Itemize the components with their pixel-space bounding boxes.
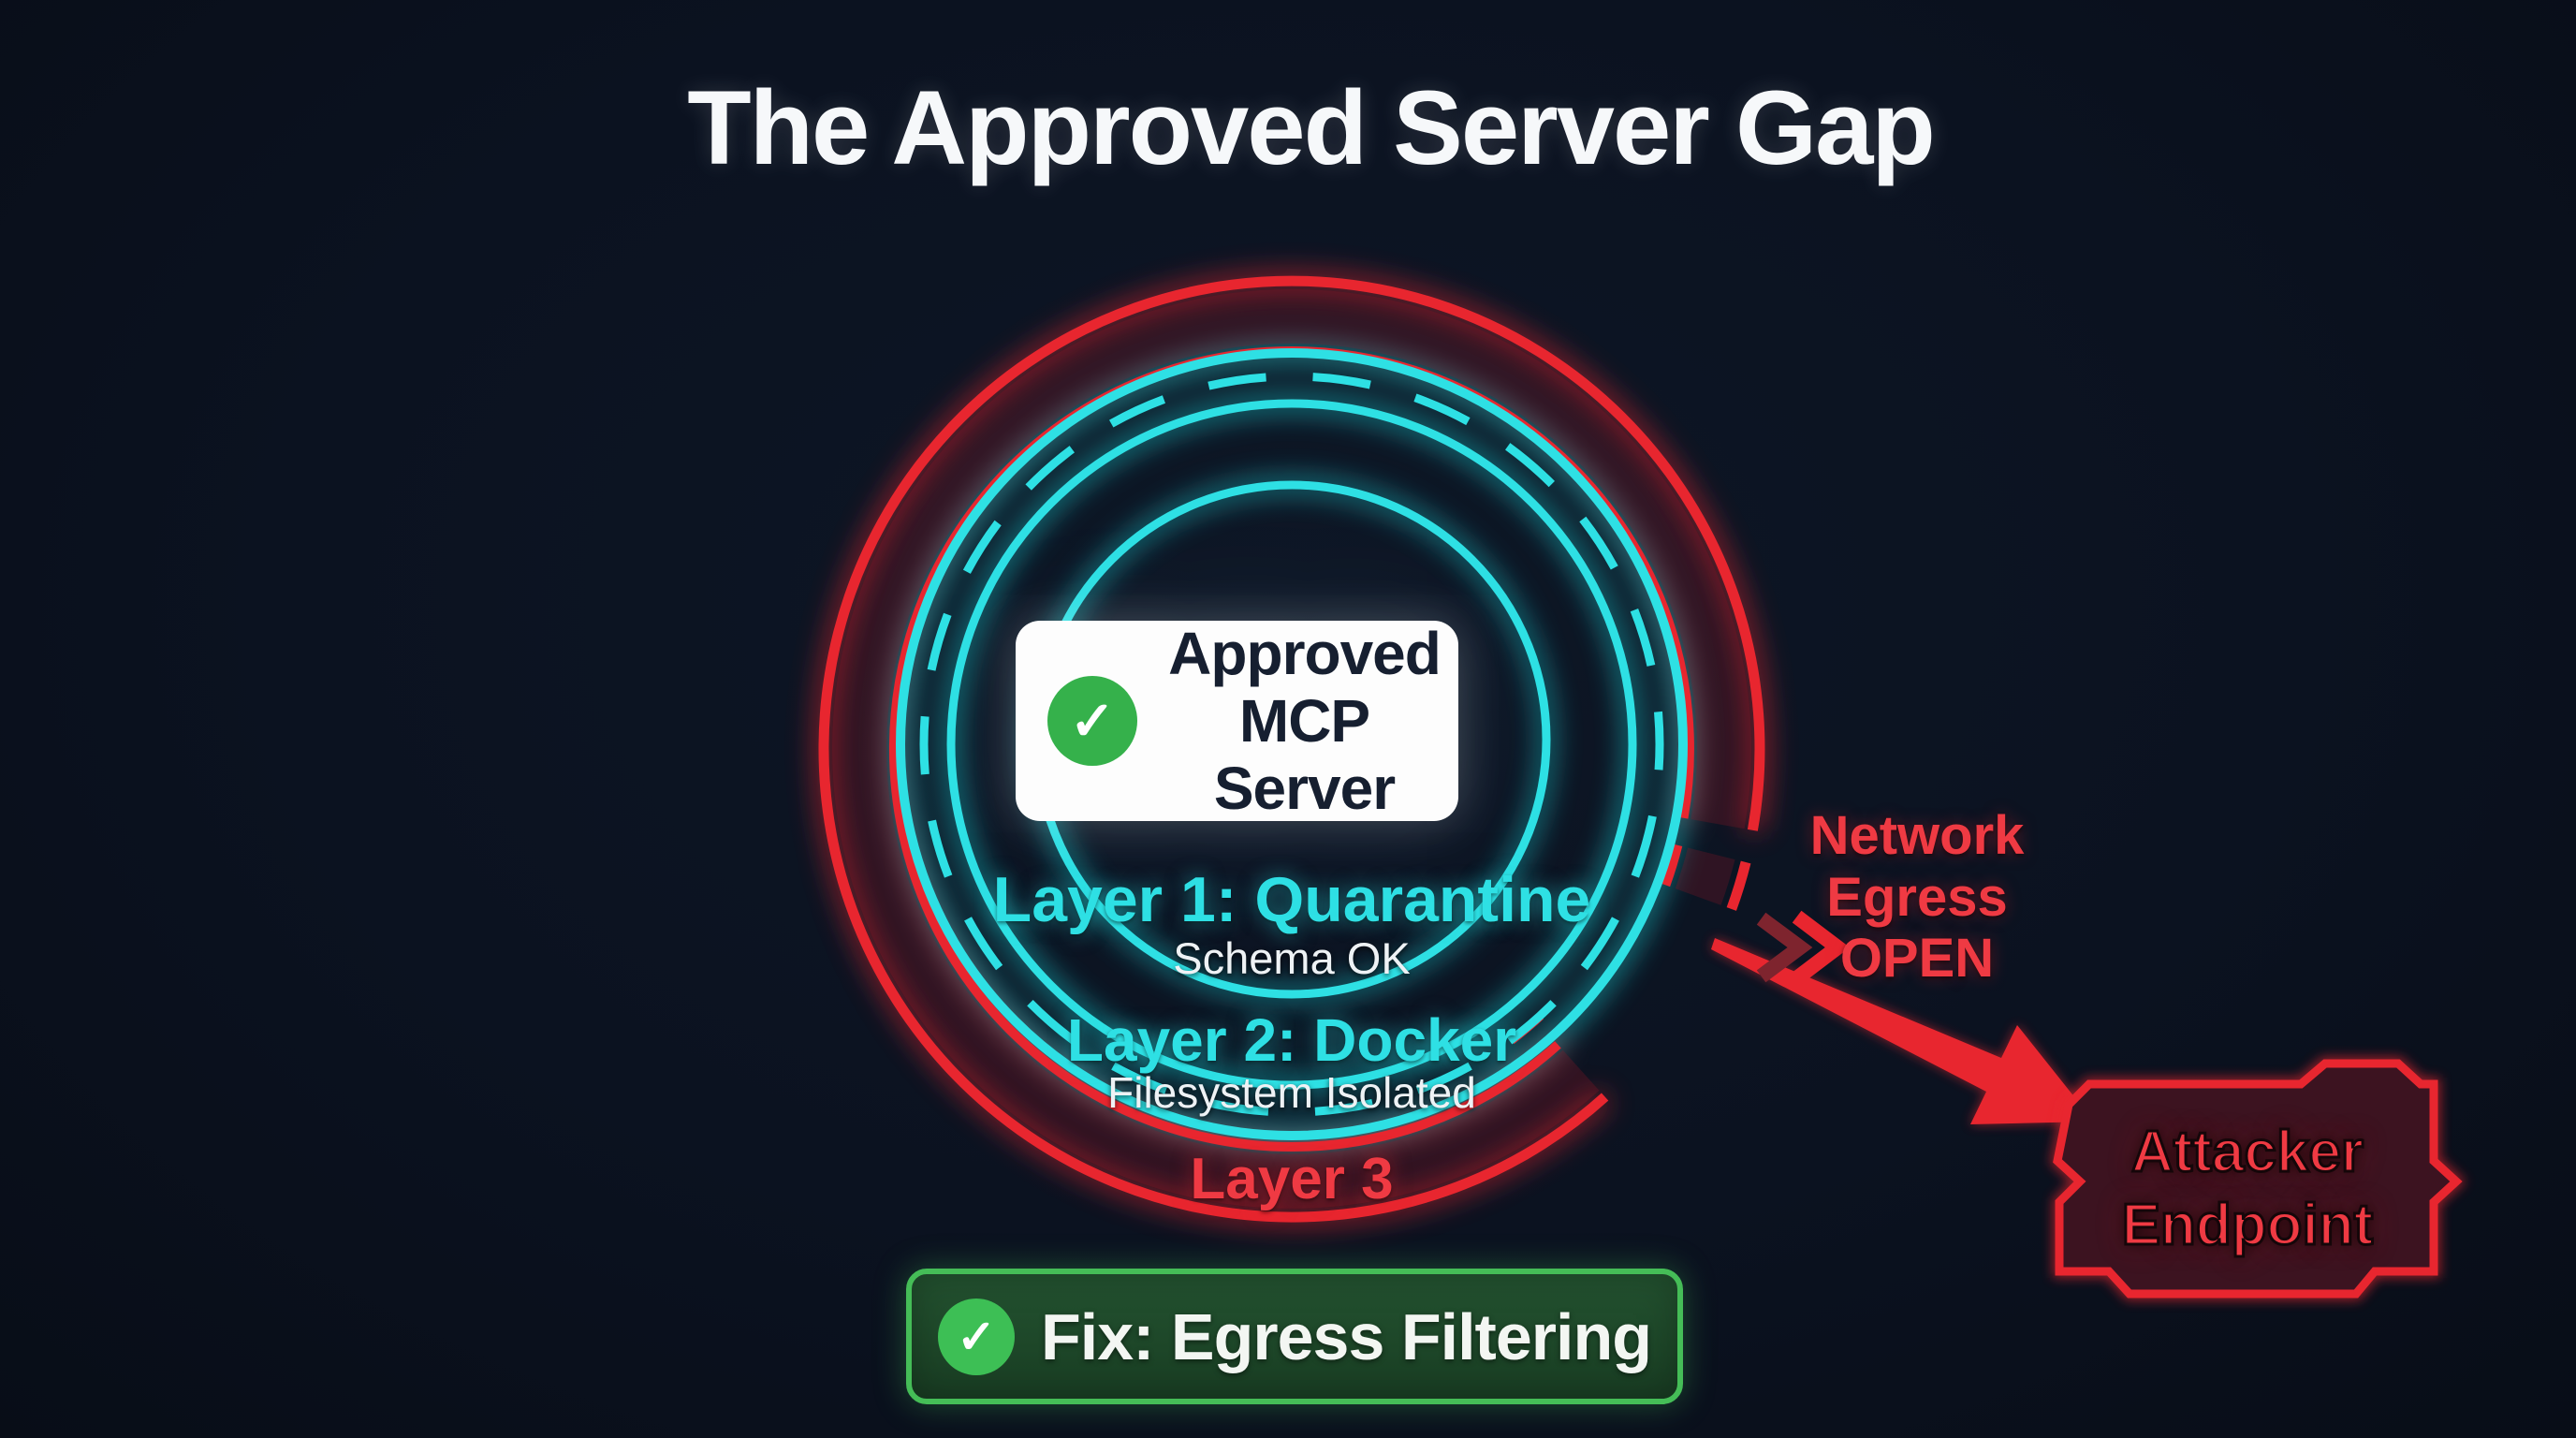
approved-check-icon: ✓ xyxy=(1047,676,1137,766)
approved-server-label: Approved MCP Server xyxy=(1160,620,1449,823)
fix-check-icon: ✓ xyxy=(938,1298,1016,1375)
egress-line2: Egress xyxy=(1826,866,2008,928)
layer1-status: Schema OK xyxy=(1173,933,1411,983)
layer2-label: Layer 2: Docker xyxy=(1066,1006,1517,1074)
attacker-endpoint-label: Attacker Endpoint xyxy=(2057,1116,2437,1262)
fix-banner-label: Fix: Egress Filtering xyxy=(1041,1299,1652,1373)
approved-server-line2: MCP Server xyxy=(1213,686,1396,823)
layer1-label: Layer 1: Quarantine xyxy=(992,864,1591,935)
fix-banner: ✓ Fix: Egress Filtering xyxy=(906,1269,1683,1404)
approved-server-line1: Approved xyxy=(1168,619,1442,687)
attacker-line2: Endpoint xyxy=(2120,1192,2375,1259)
attacker-line1: Attacker xyxy=(2130,1118,2364,1185)
escape-arrow xyxy=(1711,938,2094,1124)
egress-line1: Network xyxy=(1809,805,2025,866)
double-chevron-icon xyxy=(1756,910,1851,985)
layer3-label: Layer 3 xyxy=(1190,1147,1394,1211)
egress-line3: OPEN xyxy=(1839,928,1995,990)
attacker-endpoint-frame xyxy=(2050,1057,2466,1300)
approved-server-card: ✓ Approved MCP Server xyxy=(1016,620,1458,823)
network-egress-callout: Network Egress OPEN xyxy=(1786,805,2048,990)
layer2-status: Filesystem Isolated xyxy=(1107,1068,1476,1117)
page-title: The Approved Server Gap xyxy=(687,69,1936,186)
layer3-band xyxy=(832,288,1751,1209)
